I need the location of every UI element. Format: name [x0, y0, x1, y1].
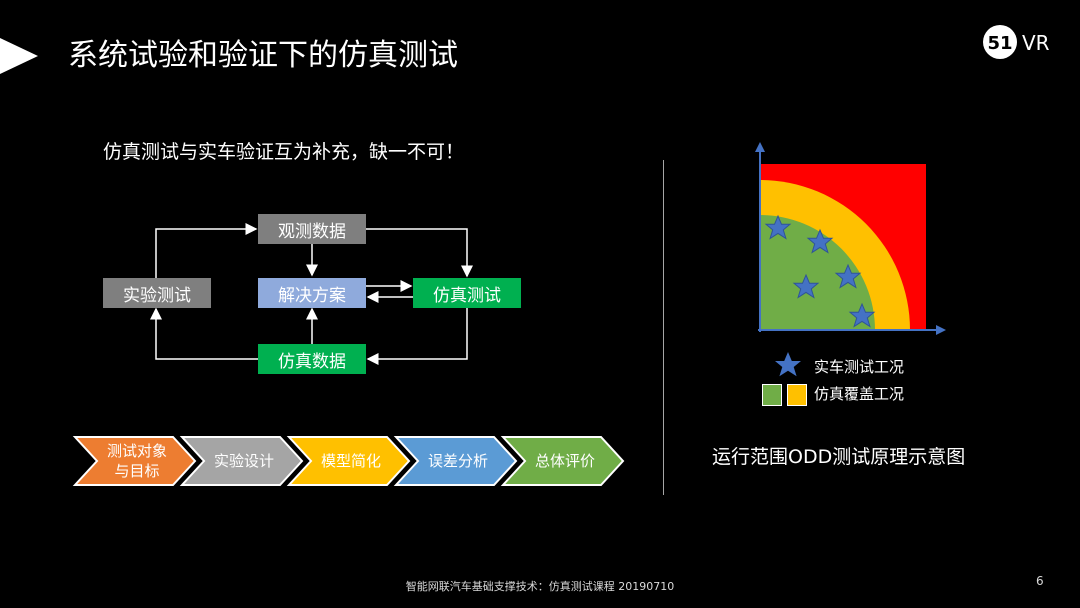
step-label-1-line2: 与目标 — [114, 462, 160, 480]
legend-yellow-swatch — [787, 384, 807, 406]
star-icon — [792, 273, 820, 299]
star-icon — [806, 228, 834, 254]
odd-caption: 运行范围ODD测试原理示意图 — [712, 446, 966, 468]
odd-green-region — [760, 215, 875, 330]
step-label-4: 误差分析 — [427, 452, 488, 470]
sim-data-box: 仿真数据 — [258, 344, 366, 374]
vertical-divider — [663, 160, 664, 495]
logo-mark-icon: 51 VR — [983, 25, 1050, 59]
step-label-5: 总体评价 — [534, 452, 595, 470]
chevron-step-3 — [286, 436, 411, 486]
step-label-3: 模型简化 — [320, 452, 381, 470]
chevron-step-1 — [72, 436, 197, 486]
chevron-step-5 — [500, 436, 625, 486]
page-number: 6 — [1036, 574, 1044, 588]
experiment-test-box: 实验测试 — [103, 278, 211, 308]
brand-logo: 51 VR — [980, 22, 1060, 62]
star-icon — [848, 302, 876, 328]
subtitle: 仿真测试与实车验证互为补充，缺一不可！ — [103, 141, 465, 163]
observe-data-box: 观测数据 — [258, 214, 366, 244]
slide-title: 系统试验和验证下的仿真测试 — [68, 38, 458, 73]
svg-text:VR: VR — [1022, 31, 1050, 55]
title-arrow-icon — [0, 38, 38, 74]
star-icon — [834, 263, 862, 289]
step-label-1: 测试对象 与目标 — [97, 437, 177, 485]
chevron-step-2 — [179, 436, 304, 486]
legend-green-swatch — [762, 384, 782, 406]
solution-box: 解决方案 — [258, 278, 366, 308]
legend-real-label: 实车测试工况 — [814, 358, 905, 376]
odd-diagram — [755, 142, 946, 335]
step-label-1-line1: 测试对象 — [106, 442, 167, 460]
svg-text:51: 51 — [987, 33, 1012, 54]
footer-text: 智能网联汽车基础支撑技术：仿真测试课程 20190710 — [405, 580, 675, 593]
legend-star-icon — [775, 352, 801, 377]
step-label-2: 实验设计 — [213, 452, 274, 470]
star-icon — [764, 214, 792, 240]
chevron-step-4 — [393, 436, 518, 486]
legend-sim-label: 仿真覆盖工况 — [814, 385, 905, 403]
sim-test-box: 仿真测试 — [413, 278, 521, 308]
